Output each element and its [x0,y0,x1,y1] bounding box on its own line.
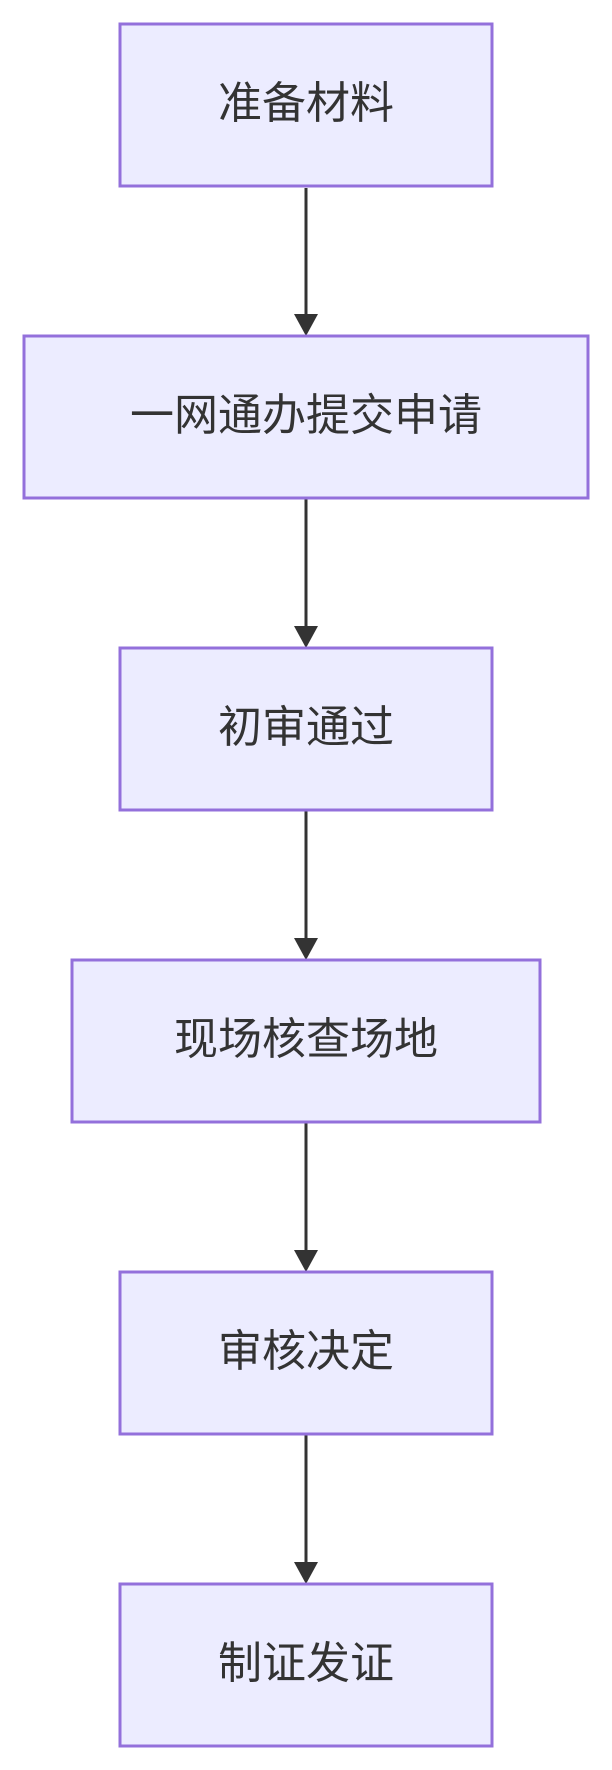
node-step-6[interactable]: 制证发证 [118,1582,494,1748]
node-label: 一网通办提交申请 [130,390,482,441]
node-step-1[interactable]: 准备材料 [118,22,494,188]
node-step-4[interactable]: 现场核查场地 [70,958,542,1124]
node-label: 审核决定 [218,1326,394,1377]
node-box [118,1582,494,1748]
edge-1 [294,188,318,336]
node-box [118,646,494,812]
node-label: 准备材料 [218,78,394,129]
edge-3 [294,810,318,960]
node-box [118,22,494,188]
node-label: 现场核查场地 [174,1014,438,1065]
node-box [70,958,542,1124]
node-label: 初审通过 [218,702,394,753]
edge-5 [294,1434,318,1584]
node-label: 制证发证 [218,1638,394,1689]
node-step-2[interactable]: 一网通办提交申请 [22,334,590,500]
edge-2 [294,498,318,648]
edge-4 [294,1122,318,1272]
node-box [118,1270,494,1436]
node-step-5[interactable]: 审核决定 [118,1270,494,1436]
node-step-3[interactable]: 初审通过 [118,646,494,812]
node-box [22,334,590,500]
